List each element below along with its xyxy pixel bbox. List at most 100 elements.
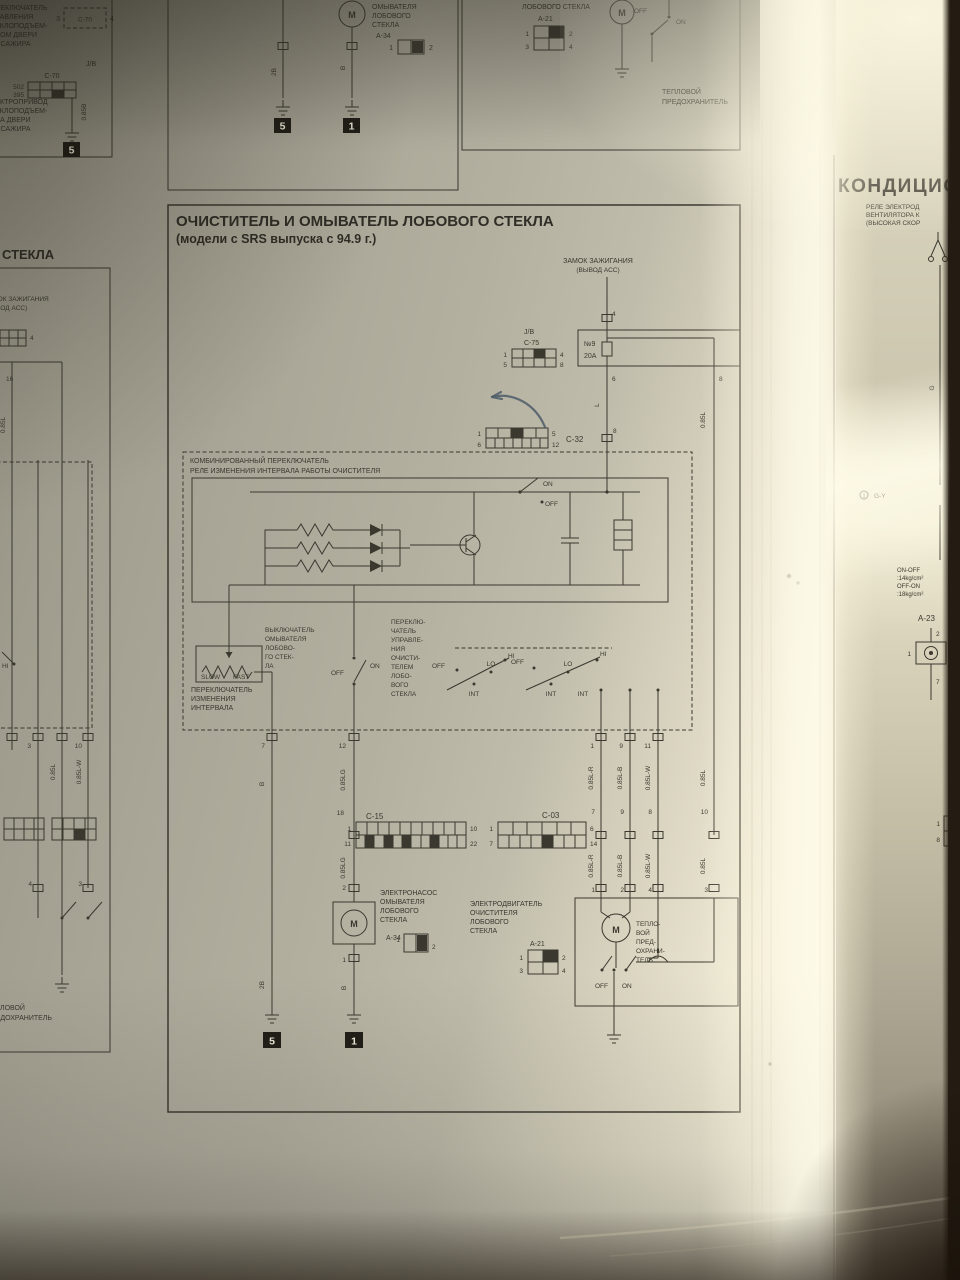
- pin-number: 18: [337, 810, 345, 817]
- wire-label: B: [259, 782, 266, 786]
- pin-number: 1: [591, 887, 595, 894]
- section-title: СТЕКЛА: [2, 247, 55, 262]
- switch-position: OFF: [331, 670, 344, 677]
- component-label: ОЧИСТИ-: [391, 655, 420, 662]
- pin-number: 11: [344, 841, 351, 848]
- interval-relay-box: [191, 477, 669, 603]
- top-left-fragment: ПЕРЕКЛЮЧАТЕЛЬ УПРАВЛЕНИЯ СТЕКЛОПОДЪЕМ- Н…: [0, 0, 114, 158]
- component-label: ЗАМОК ЗАЖИГАНИЯ: [0, 296, 49, 303]
- pin-number: 502: [13, 84, 24, 91]
- dirt-speck: [786, 573, 792, 579]
- component-label: СТЕКЛОПОДЪЕМ-: [0, 23, 48, 30]
- component-label: ОМЫВАТЕЛЯ: [372, 4, 417, 11]
- motor-letter: M: [348, 10, 356, 20]
- switch-position: LO: [487, 661, 496, 668]
- component-label: ГО СТЕК-: [265, 654, 294, 661]
- pin-number: 3: [27, 743, 31, 750]
- pin-number: 8: [560, 362, 564, 369]
- pin-number: 9: [619, 743, 623, 750]
- component-label: ПРЕДОХРАНИТЕЛЬ: [0, 1015, 52, 1022]
- component-label: СТЕКЛА: [391, 691, 417, 698]
- wire-label: 0.85L-B: [617, 855, 624, 878]
- pin-number: 1: [347, 826, 351, 833]
- switch-position: OFF: [634, 8, 647, 15]
- pin-number: 10: [470, 826, 478, 833]
- pin-number: 12: [339, 743, 347, 750]
- wire-label: B: [340, 66, 347, 70]
- wire-label: 0.85L-B: [617, 767, 624, 790]
- component-label: СТЕКЛОПОДЪЕМ-: [0, 108, 48, 115]
- wire-label: 0.85L-R: [588, 854, 595, 877]
- left-diagram-fragment: СТЕКЛА ЗАМОК ЗАЖИГАНИЯ (ВЫВОД АСС) 4 16 …: [0, 247, 111, 1053]
- component-label: ЛОБОВОГО: [470, 919, 509, 926]
- switch-position: INT: [469, 691, 480, 698]
- connector-label: C-32: [566, 435, 584, 444]
- pin-number: 5: [503, 362, 507, 369]
- wire-label: 0.85L: [50, 763, 57, 780]
- pin-number: 4: [110, 16, 114, 23]
- ground-number: 1: [351, 1036, 357, 1048]
- pin-number: 1: [907, 651, 911, 658]
- component-label: РЕЛЕ ЭЛЕКТРОД: [866, 204, 920, 211]
- pin-number: 1: [503, 352, 507, 359]
- wire-label: 0.85L-W: [76, 759, 83, 784]
- wire-label: L: [594, 403, 601, 407]
- pin-number: 8: [719, 376, 723, 383]
- component-label: ОМЫВАТЕЛЯ: [265, 636, 307, 643]
- switch-position: ON: [676, 19, 686, 26]
- pin-number: 1: [342, 957, 346, 964]
- pin-number: 12: [552, 442, 560, 449]
- pin-number: 1: [590, 743, 594, 750]
- circled-number: 1: [862, 494, 865, 500]
- wire-label: 0.85L-W: [645, 765, 652, 790]
- pin-number: 4: [569, 44, 573, 51]
- interval-pot-box: [195, 645, 263, 683]
- pin-number: 4: [562, 968, 566, 975]
- component-label: ВОЙ: [636, 928, 650, 937]
- pin-number: 16: [6, 376, 14, 383]
- switch-position: ON: [543, 481, 553, 488]
- pin-number: 7: [936, 679, 940, 686]
- component-label: (ВЫВОД АСС): [0, 305, 27, 312]
- wire-label: G: [929, 385, 936, 390]
- component-label: УПРАВЛЕНИЯ: [0, 14, 33, 21]
- pin-number: 3: [525, 44, 529, 51]
- component-label: ТЕЛЬ: [636, 957, 653, 964]
- fuse-number: №9: [584, 341, 596, 348]
- top-right-fragment: ЛОБОВОГО СТЕКЛА А-21 1 2 3 4 M OFF ON ТЕ…: [461, 0, 741, 151]
- connector-label: C-70: [44, 73, 59, 80]
- pin-number: 2: [569, 31, 573, 38]
- pin-number: 1: [477, 431, 481, 438]
- ground-number-box: [274, 118, 291, 133]
- right-page-content: КОНДИЦИО РЕЛЕ ЭЛЕКТРОД ВЕНТИЛЯТОРА К (ВЫ…: [833, 155, 960, 1280]
- pin-number: 7: [489, 841, 493, 848]
- component-label: ЛОБО-: [391, 673, 412, 680]
- pin-number: 1: [489, 826, 493, 833]
- pin-number: 14: [590, 841, 598, 848]
- component-label: ПЕРЕКЛЮЧАТЕЛЬ: [0, 5, 48, 12]
- wire-label: 2B: [271, 68, 278, 76]
- ignition-label: ЗАМОК ЗАЖИГАНИЯ: [563, 258, 633, 265]
- pin-number: 2: [342, 885, 346, 892]
- pin-number: 8: [936, 837, 940, 844]
- pin-number: 10: [75, 743, 83, 750]
- wire-label: G-Y: [874, 493, 886, 500]
- component-label: ОХРАНИ-: [636, 948, 665, 955]
- combined-switch-outline: [182, 451, 693, 731]
- pin-number: 6: [590, 826, 594, 833]
- component-label: РЕЛЕ ИЗМЕНЕНИЯ ИНТЕРВАЛА РАБОТЫ ОЧИСТИТЕ…: [190, 468, 380, 475]
- switch-position: ON: [622, 983, 632, 990]
- switch-position: HI: [508, 653, 515, 660]
- pressure-note: OFF-ON: [897, 584, 920, 590]
- component-label: ТЕПЛОВОЙ: [662, 87, 701, 96]
- wire-label: B: [341, 986, 348, 990]
- component-label: СТЕКЛА: [372, 22, 399, 29]
- connector-label: C-75: [524, 340, 539, 347]
- next-section-title: КОНДИЦИО: [838, 176, 960, 197]
- switch-position: FAST: [233, 674, 249, 681]
- pin-number: 1: [389, 45, 393, 52]
- component-label: ОЧИСТИТЕЛЯ: [470, 910, 518, 917]
- switch-position: HI: [600, 651, 607, 658]
